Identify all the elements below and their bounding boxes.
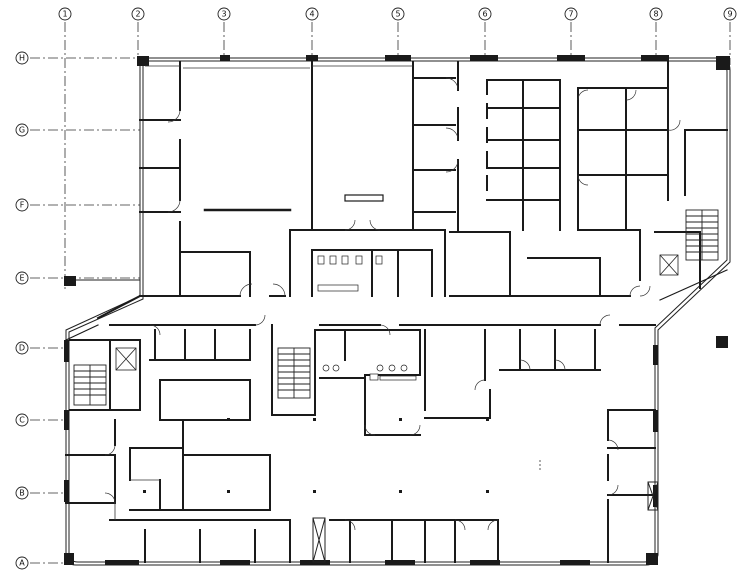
- corner-column-se: [646, 553, 658, 565]
- grid-label-2: 2: [135, 10, 140, 19]
- grid-bubble-G: [15, 123, 29, 137]
- column-h8: [641, 55, 669, 61]
- grid-label-G: G: [19, 126, 25, 135]
- stair-upper-right: [685, 209, 719, 261]
- grid-bubble-A: [15, 556, 29, 570]
- column-grid-lines: [30, 22, 731, 564]
- grid-label-B: B: [19, 489, 25, 498]
- grid-bubble-9: [723, 7, 737, 21]
- grid-label-F: F: [20, 201, 25, 210]
- grid-bubble-5: [391, 7, 405, 21]
- elevator-upper-right: [659, 254, 679, 276]
- grid-bubble-B: [15, 486, 29, 500]
- column-h4: [306, 55, 318, 61]
- column-h7: [557, 55, 585, 61]
- corner-column-sw: [64, 553, 74, 565]
- interior-columns: [143, 418, 489, 493]
- exterior-wall: [65, 57, 731, 566]
- column-a-5: [470, 560, 500, 565]
- grid-label-A: A: [19, 559, 25, 568]
- thin-partitions: [114, 65, 541, 520]
- column-e1: [64, 276, 76, 286]
- grid-bubble-D: [15, 341, 29, 355]
- column-d-right: [653, 345, 658, 365]
- restroom-fixtures-upper: [317, 255, 383, 292]
- column-c-left: [64, 410, 69, 430]
- corner-column-ne: [716, 56, 730, 70]
- stair-lower-left: [73, 364, 107, 406]
- grid-label-H: H: [19, 54, 25, 63]
- column-ne-lower: [716, 336, 728, 348]
- grid-bubble-4: [305, 7, 319, 21]
- grid-bubble-3: [217, 7, 231, 21]
- column-c-right: [653, 410, 658, 432]
- grid-bubble-8: [649, 7, 663, 21]
- column-h5: [385, 55, 411, 61]
- grid-bubble-C: [15, 413, 29, 427]
- door-swings: [104, 77, 681, 531]
- grid-bubble-6: [478, 7, 492, 21]
- column-a-2: [220, 560, 250, 565]
- grid-label-C: C: [19, 416, 25, 425]
- grid-label-9: 9: [727, 10, 732, 19]
- grid-label-6: 6: [482, 10, 487, 19]
- corner-column-nw: [137, 56, 149, 66]
- grid-label-D: D: [19, 344, 25, 353]
- column-d-left: [64, 340, 69, 362]
- interior-walls: [65, 61, 728, 563]
- elevator-lower-left: [115, 347, 137, 371]
- restroom-fixtures-lower: [322, 364, 417, 381]
- shafts: [312, 481, 659, 563]
- column-b-left: [64, 480, 69, 502]
- column-h6: [470, 55, 498, 61]
- grid-label-7: 7: [568, 10, 573, 19]
- grid-label-4: 4: [309, 10, 314, 19]
- grid-bubble-F: [15, 198, 29, 212]
- column-a-4: [385, 560, 415, 565]
- grid-label-1: 1: [62, 10, 67, 19]
- column-h3: [220, 55, 230, 61]
- grid-label-3: 3: [221, 10, 226, 19]
- grid-bubble-E: [15, 271, 29, 285]
- column-a-1: [105, 560, 139, 565]
- grid-label-E: E: [19, 274, 24, 283]
- grid-label-8: 8: [653, 10, 658, 19]
- stair-core: [277, 347, 311, 399]
- grid-bubble-1: [58, 7, 72, 21]
- grid-bubble-H: [15, 51, 29, 65]
- grid-bubble-7: [564, 7, 578, 21]
- grid-bubble-2: [131, 7, 145, 21]
- column-a-6: [560, 560, 590, 565]
- grid-label-5: 5: [395, 10, 400, 19]
